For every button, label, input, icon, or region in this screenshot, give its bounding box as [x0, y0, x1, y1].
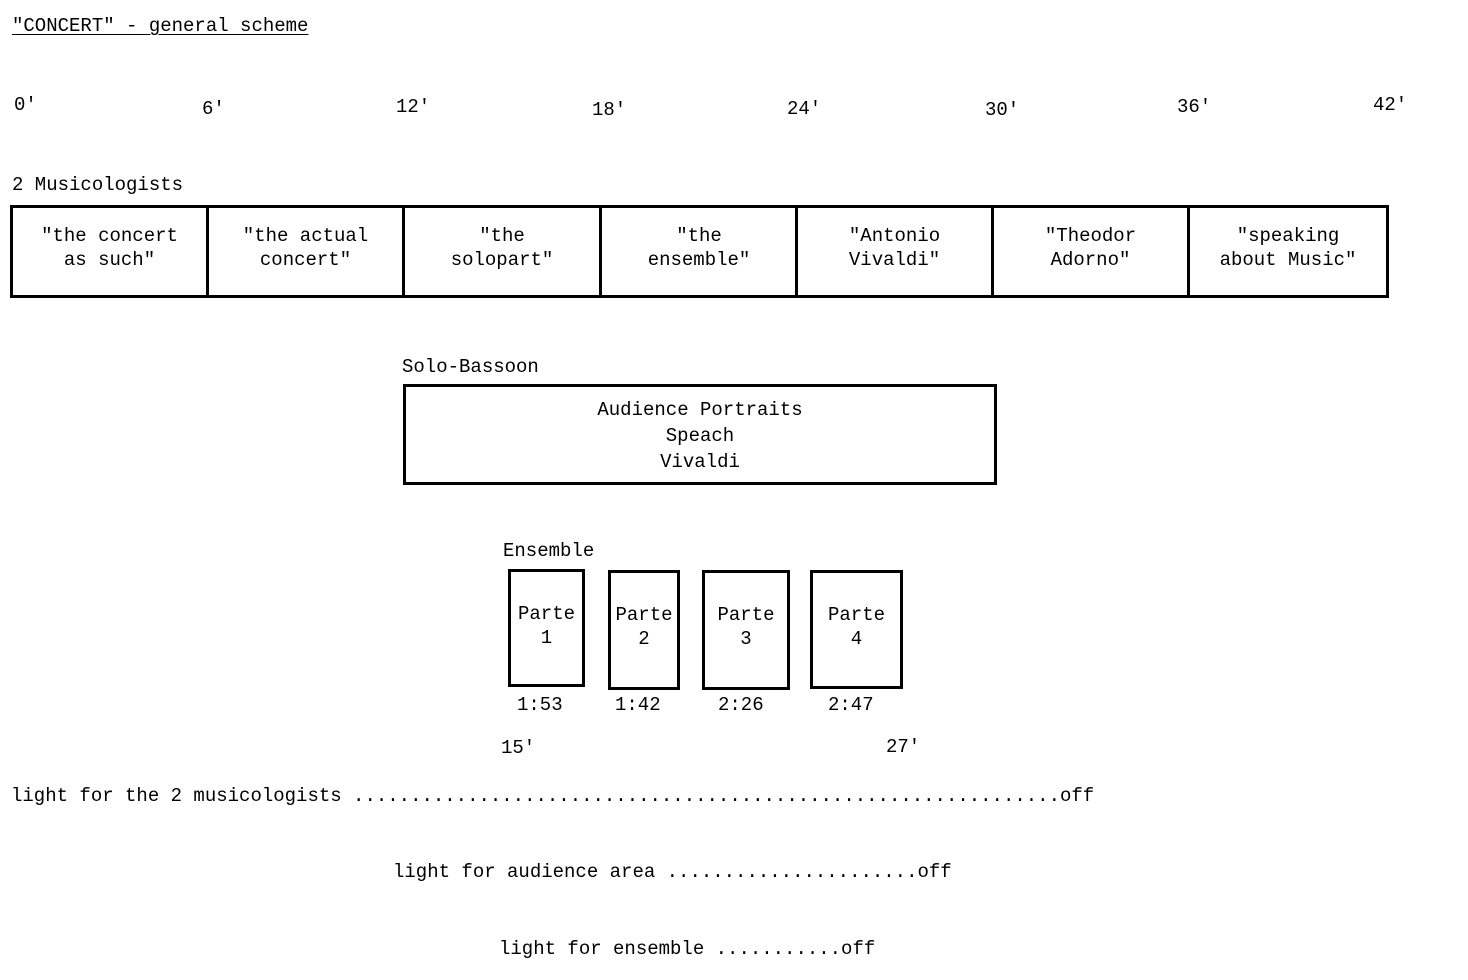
solo-bassoon-box: Audience Portraits Speach Vivaldi: [403, 384, 997, 485]
segment-line: "Theodor: [1044, 225, 1137, 247]
segment-box: "Theodor Adorno": [991, 205, 1190, 298]
segment-box: "the actual concert": [206, 205, 405, 298]
segment-box: "the concert as such": [10, 205, 209, 298]
segment-line: ensemble": [647, 249, 751, 271]
parte-number: 4: [850, 628, 863, 650]
segment-line: "the actual: [242, 225, 369, 247]
parte-duration: 1:53: [517, 694, 563, 716]
parte-number: 1: [540, 627, 553, 649]
parte-box: Parte 2: [608, 570, 680, 690]
timeline-tick: 30': [985, 99, 1020, 121]
parte-number: 3: [740, 628, 752, 650]
timeline-tick: 18': [592, 99, 627, 121]
segment-line: about Music": [1219, 249, 1357, 271]
parte-box: Parte 4: [810, 570, 903, 689]
timeline-tick: 42': [1373, 94, 1408, 116]
segment-box: "the solopart": [402, 205, 602, 298]
parte-box: Parte 3: [702, 570, 790, 690]
parte-name: Parte: [517, 603, 575, 625]
ensemble-end-time: 27': [886, 736, 921, 758]
parte-duration: 2:47: [828, 694, 874, 716]
parte-box: Parte 1: [508, 569, 585, 687]
light-ensemble: light for ensemble ...........off: [499, 938, 876, 960]
page-title: "CONCERT" - general scheme: [12, 15, 309, 37]
solo-line: Speach: [665, 425, 735, 447]
parte-number: 2: [638, 628, 650, 650]
segment-line: "the: [676, 225, 722, 247]
solo-bassoon-label: Solo-Bassoon: [402, 356, 539, 378]
segment-line: "speaking: [1236, 225, 1340, 247]
segment-box: "the ensemble": [599, 205, 799, 298]
timeline-tick: 36': [1177, 96, 1212, 118]
segment-line: Adorno": [1050, 249, 1131, 271]
ensemble-start-time: 15': [501, 737, 536, 759]
parte-duration: 1:42: [615, 694, 661, 716]
parte-duration: 2:26: [718, 694, 764, 716]
solo-line: Vivaldi: [660, 451, 740, 473]
segment-box: "Antonio Vivaldi": [795, 205, 994, 298]
segment-line: Vivaldi": [848, 249, 941, 271]
segment-line: concert": [259, 249, 352, 271]
segment-line: solopart": [450, 249, 554, 271]
solo-line: Audience Portraits: [597, 399, 803, 421]
segment-line: as such": [63, 249, 156, 271]
segment-line: "Antonio: [848, 225, 941, 247]
timeline-tick: 12': [396, 96, 431, 118]
segment-box: "speaking about Music": [1187, 205, 1389, 298]
light-audience: light for audience area ................…: [393, 861, 952, 883]
timeline-tick: 24': [787, 98, 822, 120]
light-musicologists: light for the 2 musicologists ..........…: [11, 785, 1095, 807]
timeline-tick: 0': [14, 94, 37, 116]
ensemble-label: Ensemble: [503, 540, 595, 562]
segment-line: "the concert: [41, 225, 178, 247]
parte-name: Parte: [717, 604, 775, 626]
musicologists-label: 2 Musicologists: [12, 174, 184, 196]
segment-line: "the: [479, 225, 525, 247]
parte-name: Parte: [615, 604, 673, 626]
parte-name: Parte: [827, 604, 885, 626]
timeline-tick: 6': [202, 98, 225, 120]
